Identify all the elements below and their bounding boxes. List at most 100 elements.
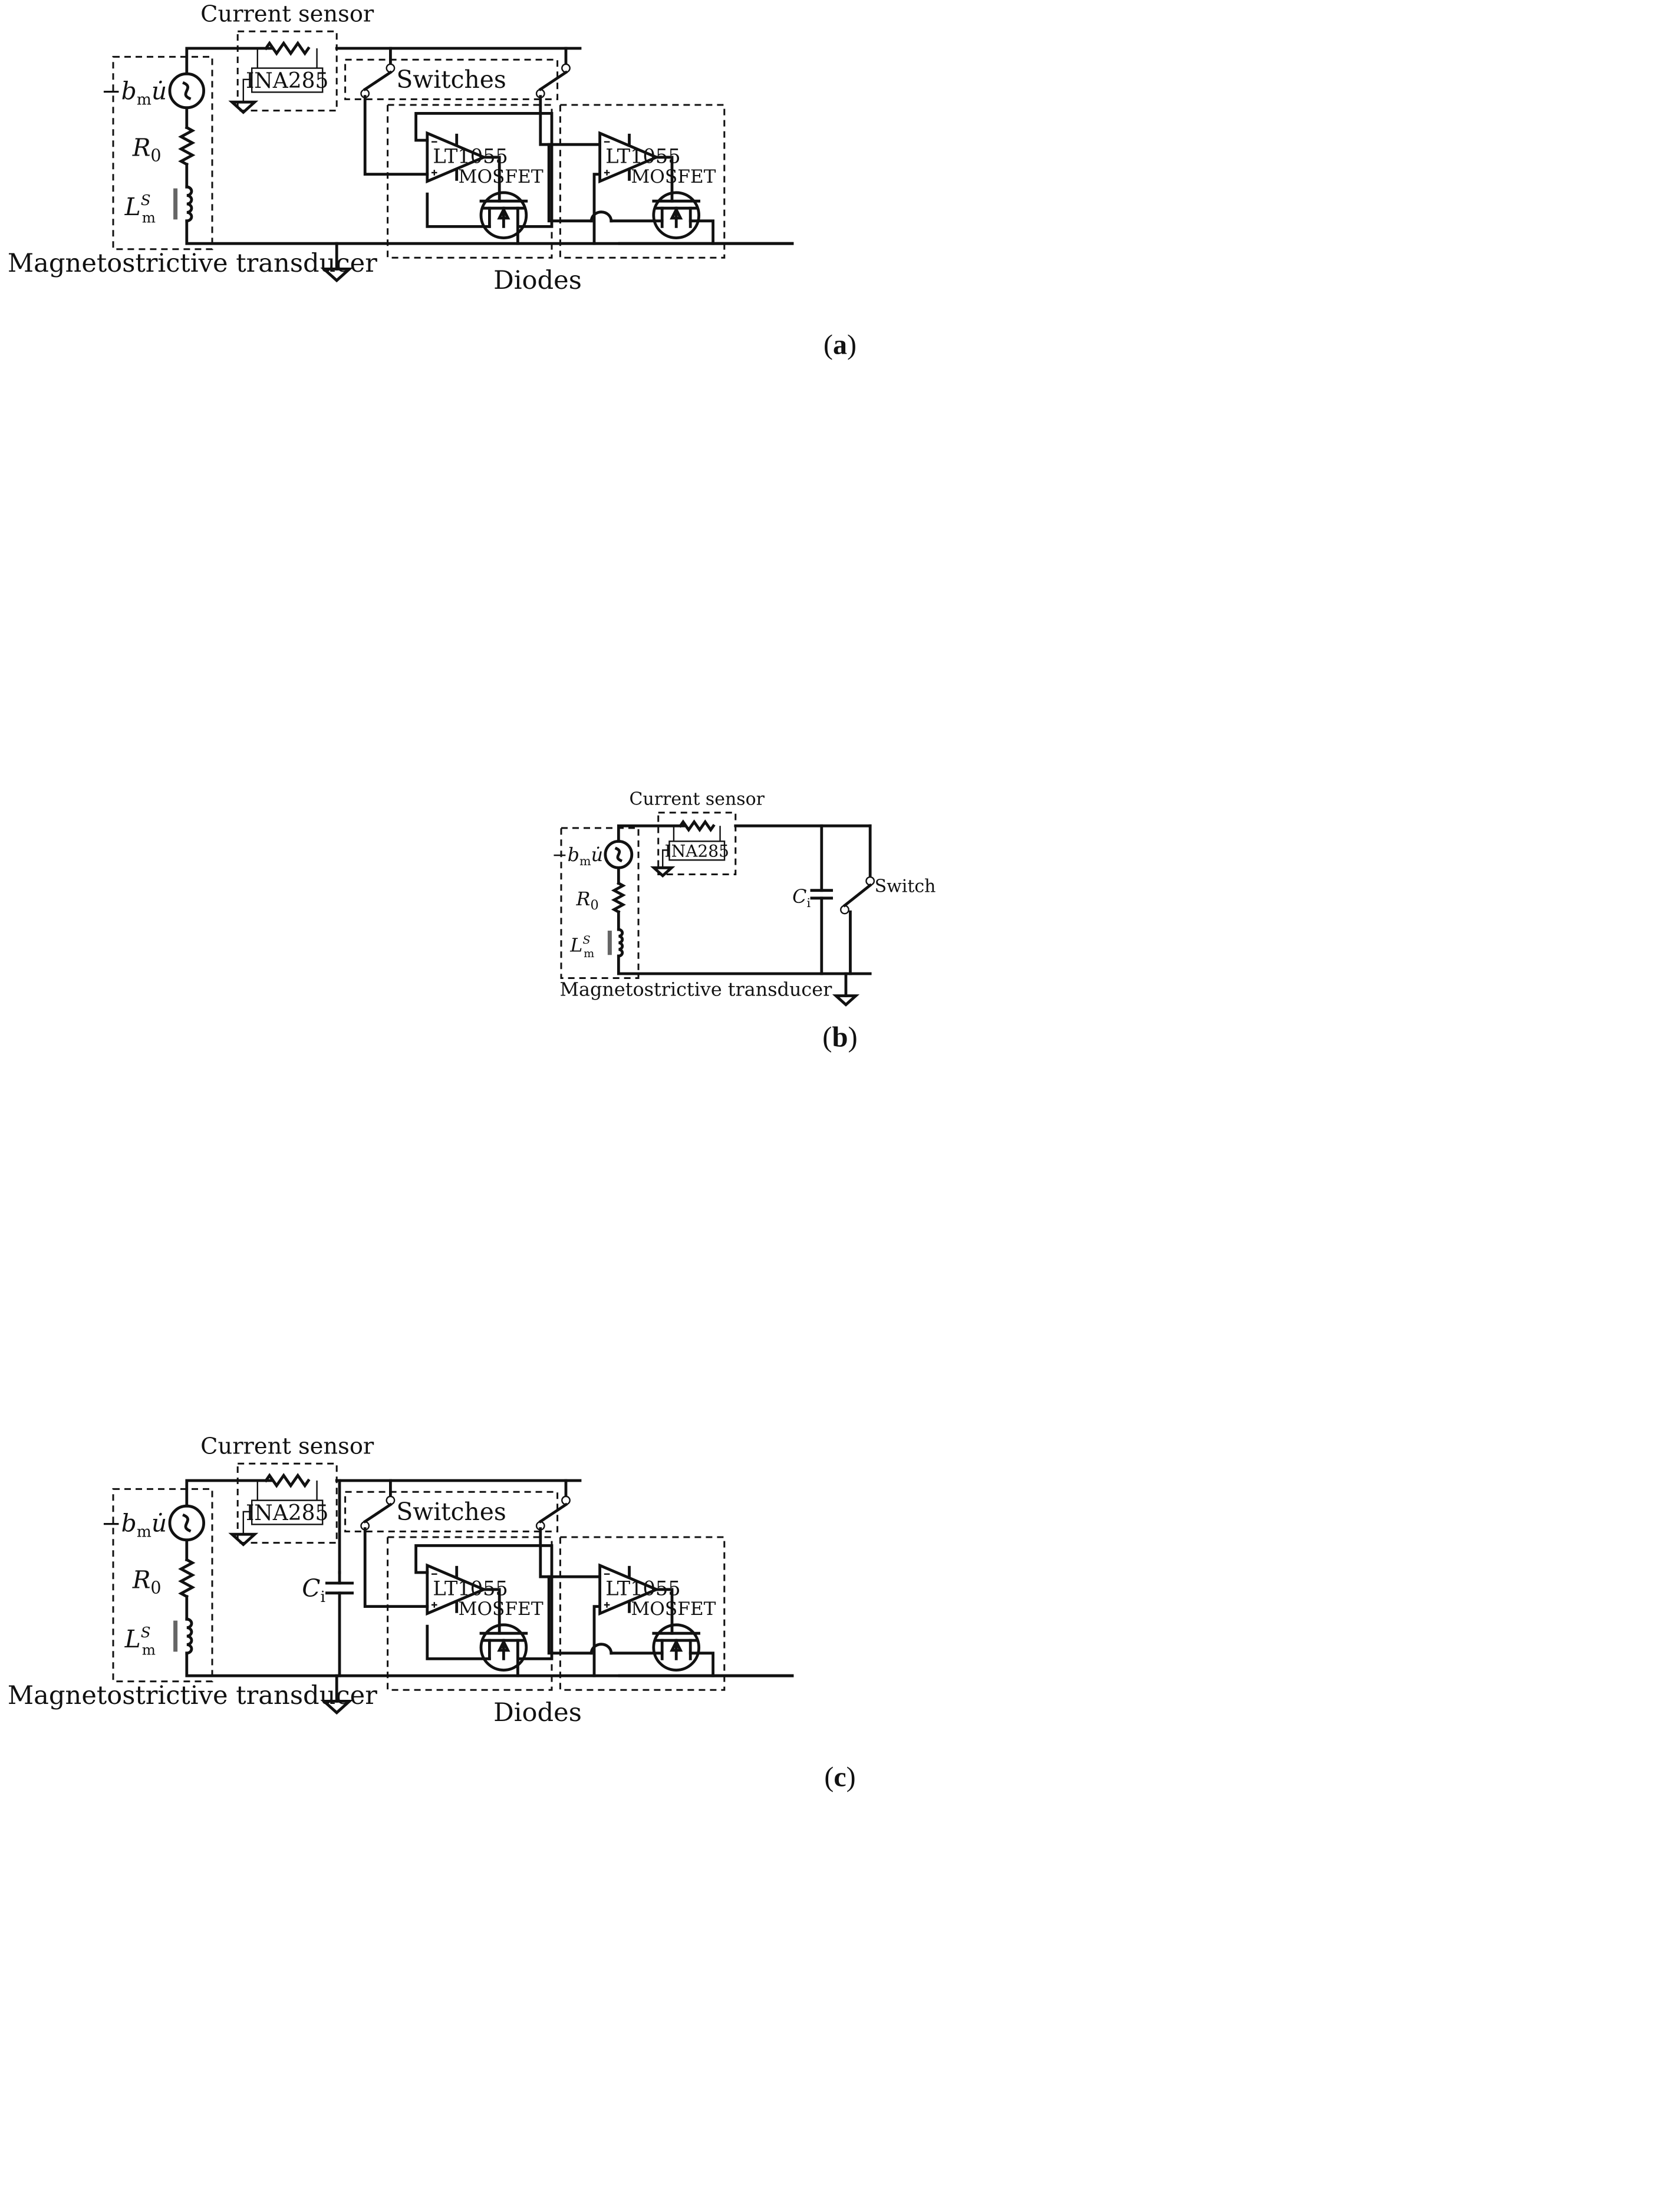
wire — [617, 824, 687, 843]
transducer-label: Magnetostrictive transducer — [8, 1681, 377, 1710]
mosfet-1-label: MOSFET — [459, 166, 543, 187]
transducer-box — [560, 827, 640, 980]
ac-voltage-source — [168, 1504, 205, 1542]
wire — [185, 219, 794, 245]
capacitor-label-sub: i — [321, 1588, 325, 1606]
main-ground-icon — [832, 994, 860, 1007]
wire — [539, 1527, 601, 1578]
main-ground-icon — [320, 1700, 354, 1715]
wire — [617, 954, 872, 975]
transducer-box — [112, 1488, 213, 1683]
capacitor-ci — [325, 1571, 354, 1677]
wire — [655, 1588, 674, 1635]
ina285-label: INA285 — [246, 69, 328, 93]
inductor-label-sub: m — [142, 209, 156, 226]
ina285-label: INA285 — [246, 1501, 328, 1525]
sense-resistor — [263, 41, 311, 56]
current-sensor-label: Current sensor — [200, 1, 374, 27]
ina-ground-lead — [662, 849, 670, 868]
wire — [185, 1651, 794, 1677]
inductor-label-sup: S — [141, 192, 151, 209]
mosfet-2-icon — [652, 191, 700, 240]
resistor-r0 — [178, 126, 196, 167]
capacitor-label: Ci — [302, 1574, 325, 1606]
caption-close: ) — [846, 1761, 856, 1792]
resistor-label: R0 — [132, 1565, 162, 1597]
current-sensor-box — [236, 1462, 338, 1544]
source-label-var: u̇ — [591, 843, 604, 866]
switches-label: Switches — [396, 65, 506, 94]
switch-2 — [535, 63, 571, 98]
diodes-label: Diodes — [493, 1698, 582, 1728]
source-label-sign: −b — [552, 843, 579, 866]
wire — [482, 156, 501, 203]
resistor-r0 — [611, 881, 626, 914]
mosfet-circle — [652, 191, 700, 240]
wire-crossover — [589, 210, 613, 223]
ina-ground-lead — [242, 78, 252, 103]
mosfet-arrow — [497, 1639, 510, 1652]
wire — [618, 219, 714, 245]
switch — [840, 876, 875, 915]
resistor-label-base: R — [132, 133, 151, 161]
ina285-label: INA285 — [664, 842, 729, 861]
source-label-sub: m — [579, 854, 591, 868]
switches-box — [344, 1491, 559, 1532]
mosfet-circle — [479, 191, 528, 240]
switch-2 — [535, 1495, 571, 1531]
op-amp-lt1055-2: LT1055 — [598, 131, 681, 184]
inductor-lm — [617, 928, 624, 958]
switch-lever — [538, 1502, 568, 1524]
ground-icon — [228, 100, 259, 114]
resistor-label-base: R — [576, 888, 591, 910]
wire — [547, 1575, 593, 1655]
switch-lever — [538, 70, 568, 91]
mosfet-2-label: MOSFET — [631, 1598, 716, 1620]
capacitor-ci — [810, 824, 834, 975]
capacitor-label-sub: i — [806, 896, 811, 910]
ground-icon — [228, 1532, 259, 1547]
mosfet-1-label: MOSFET — [459, 1598, 543, 1620]
sine-wave-icon — [182, 1513, 192, 1533]
sine-wave-icon — [614, 846, 623, 863]
source-label: −bmu̇ — [552, 843, 603, 868]
resistor-label-base: R — [132, 1565, 151, 1594]
caption-close: ) — [848, 1021, 858, 1053]
wire — [185, 1479, 274, 1508]
caption-open: ( — [822, 1021, 832, 1053]
mosfet-1-icon — [479, 1623, 528, 1672]
current-sensor-box — [236, 30, 338, 112]
switch-label: Switch — [875, 876, 936, 897]
transducer-box — [112, 55, 213, 250]
inductor-label-sup: S — [141, 1624, 151, 1641]
current-sensor-box — [657, 812, 737, 876]
resistor-label-sub: 0 — [150, 145, 161, 165]
sense-resistor — [263, 1473, 311, 1488]
source-label-sub: m — [137, 90, 151, 108]
wire-crossover — [589, 1643, 613, 1655]
switch-lever — [842, 883, 872, 908]
wire — [363, 1527, 429, 1608]
inductor-label-base: L — [124, 1625, 141, 1653]
wire — [592, 1605, 601, 1677]
switches-label: Switches — [396, 1498, 506, 1526]
caption-b: (b) — [822, 1021, 857, 1053]
caption-letter: a — [833, 329, 847, 360]
inductor-label-sup: S — [582, 933, 590, 947]
switch-1 — [360, 63, 396, 98]
caption-close: ) — [847, 329, 857, 360]
mosfet-circle — [479, 1623, 528, 1672]
wire — [185, 47, 274, 75]
wire — [655, 156, 674, 203]
